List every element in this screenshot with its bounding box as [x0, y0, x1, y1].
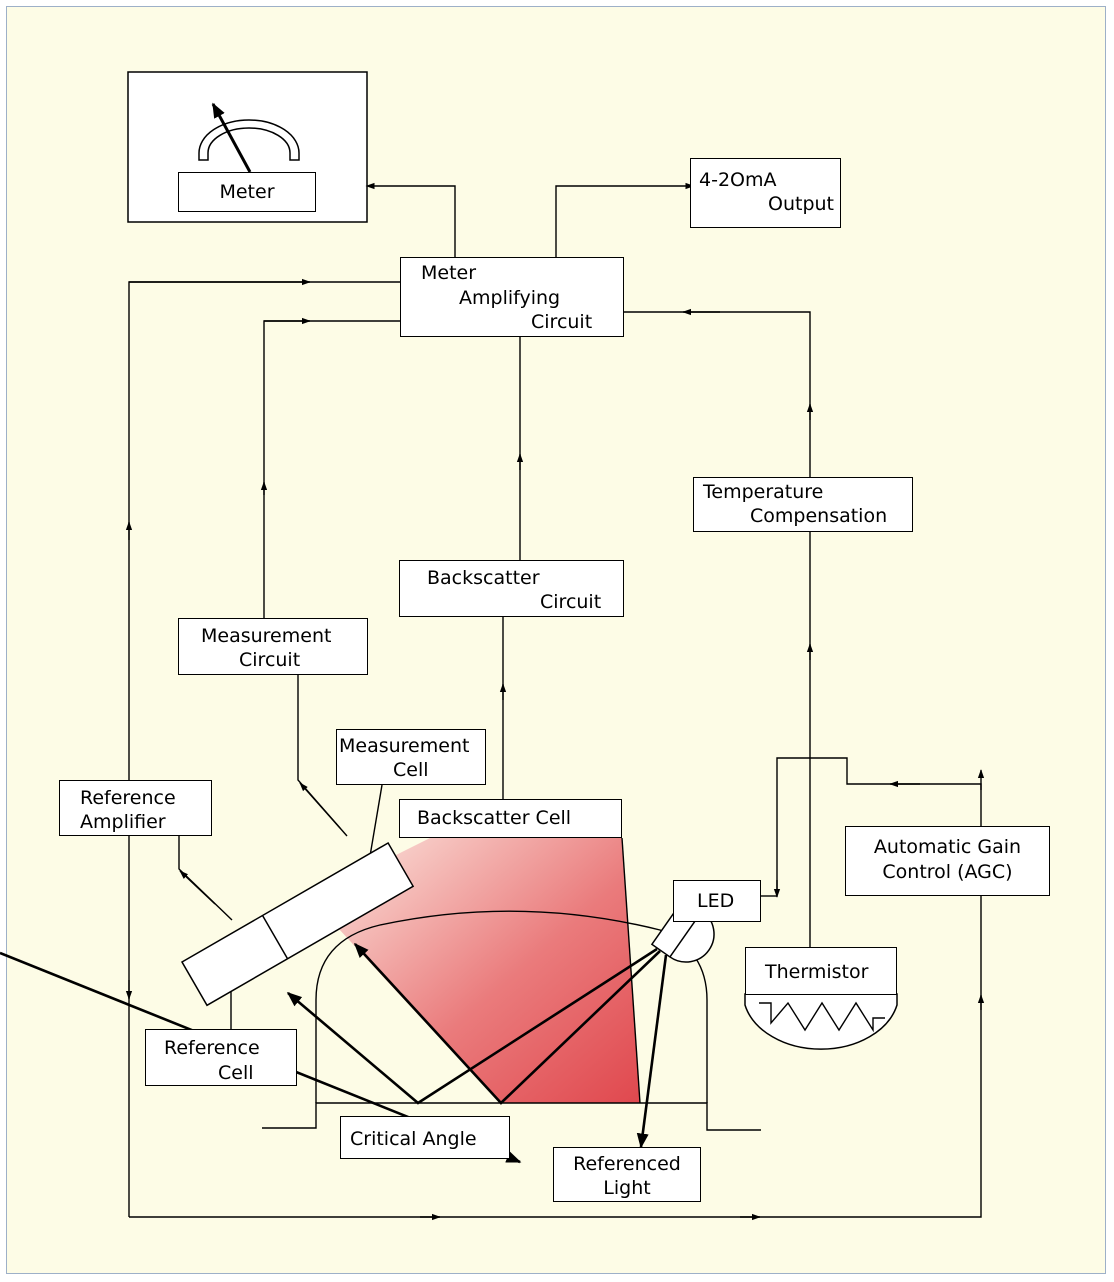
agc-line2: Control (AGC): [882, 861, 1013, 883]
meter-label-box: Meter: [178, 172, 316, 212]
temperature-compensation-box: Temperature Compensation: [693, 477, 913, 532]
thermistor-box: Thermistor: [745, 947, 897, 995]
ray-referenced: [636, 954, 668, 1149]
backscatter-beam: [338, 838, 640, 1103]
agc-line1: Automatic Gain: [873, 836, 1022, 858]
output-line2: Output: [768, 193, 834, 215]
reference-amplifier-line2: Amplifier: [80, 811, 166, 833]
temp-line1: Temperature: [703, 481, 824, 503]
led-box: LED: [673, 880, 761, 922]
amp-line3: Circuit: [531, 311, 593, 333]
cell-block: [180, 841, 415, 1007]
meter-amplifying-circuit-box: Meter Amplifying Circuit: [400, 257, 624, 337]
reference-cell-line1: Reference: [164, 1037, 260, 1059]
agc-box: Automatic Gain Control (AGC): [845, 826, 1050, 896]
meter-needle-icon: [211, 102, 252, 173]
output-box: 4-2OmA Output: [690, 158, 841, 228]
output-line1: 4-2OmA: [699, 169, 777, 191]
measurement-cell-box: Measurement Cell: [336, 729, 486, 785]
measurement-cell-line1: Measurement: [339, 735, 470, 757]
meter-label: Meter: [219, 181, 275, 203]
measurement-circuit-line2: Circuit: [239, 649, 301, 671]
backscatter-circuit-line1: Backscatter: [427, 567, 540, 589]
backscatter-circuit-box: Backscatter Circuit: [399, 560, 624, 617]
referenced-light-box: Referenced Light: [553, 1147, 701, 1202]
temp-line2: Compensation: [750, 505, 888, 527]
amp-line1: Meter: [421, 262, 477, 284]
referenced-light-line1: Referenced: [573, 1153, 681, 1175]
measurement-cell-line2: Cell: [393, 759, 429, 781]
amp-line2: Amplifying: [459, 287, 561, 309]
thermistor-label: Thermistor: [765, 961, 869, 983]
reference-amplifier-line1: Reference: [80, 787, 176, 809]
led-label: LED: [697, 890, 735, 912]
reference-amplifier-box: Reference Amplifier: [59, 780, 212, 836]
ray-beam-edge: [621, 837, 641, 1104]
backscatter-circuit-line2: Circuit: [540, 591, 602, 613]
measurement-circuit-box: Measurement Circuit: [178, 618, 368, 675]
reference-cell-line2: Cell: [218, 1062, 254, 1084]
meter-dial-icon: [198, 119, 300, 161]
ray-reflected: [286, 947, 658, 1105]
referenced-light-line2: Light: [603, 1177, 651, 1199]
backscatter-cell-label: Backscatter Cell: [417, 807, 572, 829]
critical-angle-label: Critical Angle: [350, 1128, 477, 1150]
critical-angle-box: Critical Angle: [340, 1116, 510, 1159]
backscatter-cell-box: Backscatter Cell: [399, 799, 622, 838]
measurement-circuit-line1: Measurement: [201, 625, 332, 647]
thermistor-resistor-icon: [759, 1001, 885, 1033]
ray-critical: [353, 942, 661, 1105]
thermistor-bulb-icon: [744, 993, 898, 1050]
reference-cell-box: Reference Cell: [145, 1029, 297, 1086]
